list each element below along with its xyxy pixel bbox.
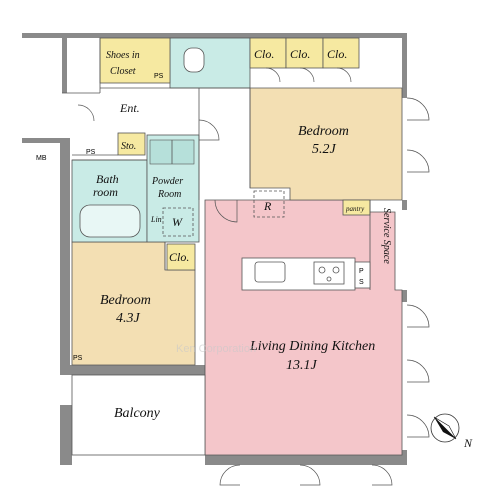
stove [313,261,345,285]
r-label: R [263,199,272,213]
ent-label: Ent. [119,101,140,115]
ps-box [354,261,371,289]
powder-label-1: Powder [151,176,183,187]
shoes-closet-area [99,37,171,84]
bedroom-2-size: 4.3J [116,311,141,326]
bath-label-2: room [93,185,118,199]
sto-label: Sto. [121,141,136,152]
powder-label-2: Room [157,189,181,200]
shoes-closet-label-2: Closet [110,66,136,77]
clo-4-label: Clo. [169,250,189,264]
clo-4-area [166,243,196,271]
bathtub [79,204,141,238]
clo-3-label: Clo. [327,47,347,61]
sto-area [117,132,146,156]
ldk-size: 13.1J [286,358,318,373]
washer-space [162,207,194,237]
partitions [62,38,371,290]
compass [430,413,460,443]
clo-1-label: Clo. [254,47,274,61]
fridge-space [253,190,285,218]
shoes-closet-label-1: Shoes in [106,50,140,61]
ps-label-2: PS [86,149,96,156]
ps-label-4b: S [359,279,364,286]
service-space-label: Service Space [381,208,392,264]
compass-n-label: N [463,436,473,450]
ldk-name: Living Dining Kitchen [249,339,375,354]
clo-2-label: Clo. [290,47,310,61]
ldk-area [204,199,403,456]
clo-2-area [285,37,324,69]
toilet [183,47,205,73]
balcony-label: Balcony [114,406,161,421]
lin-label: Lin [150,215,162,224]
bedroom-1-size: 5.2J [312,142,337,157]
ps-label-4a: P [359,268,364,275]
sink [254,261,286,283]
fixtures [71,47,371,456]
balcony-area [71,374,206,456]
mb-label: MB [36,155,47,162]
ps-label-1: PS [154,73,164,80]
toilet-area [169,37,251,89]
doors [77,67,430,486]
w-label: W [172,215,183,229]
pantry-label: pantry [345,205,365,213]
clo-3-area [322,37,360,69]
ps-label-3: PS [73,355,83,362]
watermark: Ken Corporation [176,343,256,355]
bath-label-1: Bath [96,172,119,186]
bedroom-2-name: Bedroom [100,293,151,308]
bedroom-1-name: Bedroom [298,124,349,139]
